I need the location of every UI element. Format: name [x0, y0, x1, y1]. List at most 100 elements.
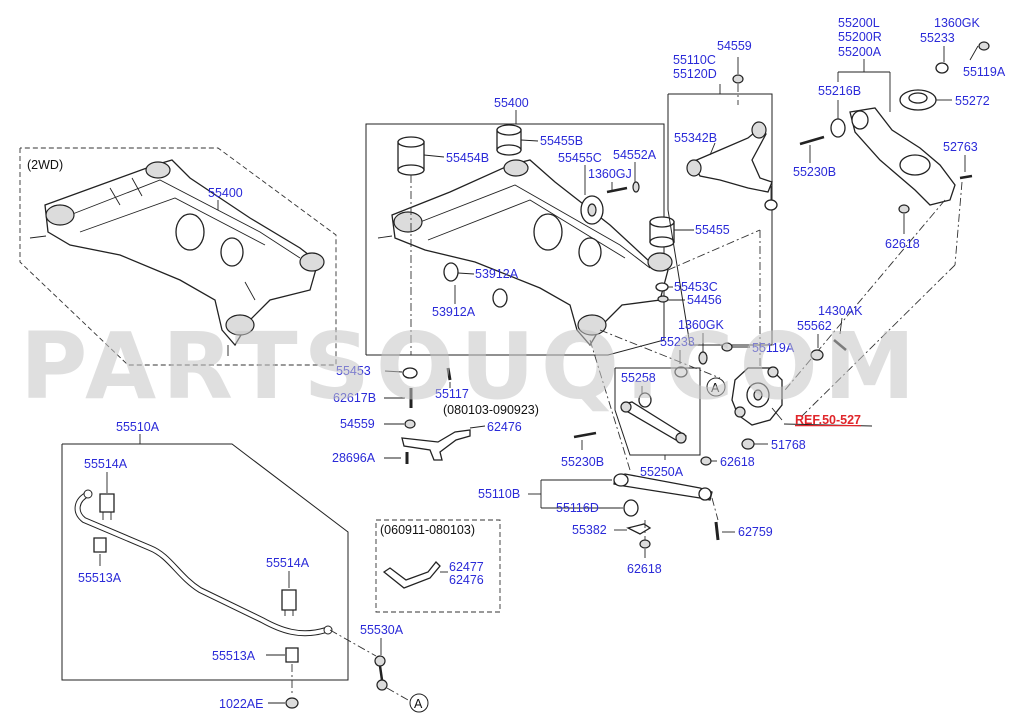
pin-1430AK[interactable] — [833, 339, 847, 351]
label-62476-b: 62476 — [449, 573, 484, 587]
nut-55562[interactable] — [810, 349, 824, 361]
watermark: PARTSOUQ.COM — [20, 313, 921, 420]
label-55272: 55272 — [955, 94, 990, 108]
bolt-52763[interactable] — [959, 174, 973, 180]
bushing-55455[interactable] — [649, 216, 675, 248]
label-55454B: 55454B — [446, 151, 489, 165]
nut-62618-c[interactable] — [639, 539, 651, 549]
washer-55233-b[interactable] — [674, 366, 688, 378]
reference-label[interactable]: REF.50-527 — [795, 413, 861, 427]
label-55400: 55400 — [494, 96, 529, 110]
subframe-drawing[interactable] — [377, 159, 673, 347]
nut-1022AE[interactable] — [285, 697, 299, 709]
label-54552A: 54552A — [613, 148, 657, 162]
label-62476-a: 62476 — [487, 420, 522, 434]
clamp-55514A-2[interactable] — [281, 589, 297, 616]
bracket-62476[interactable] — [401, 429, 471, 461]
bushing-53912A-lower[interactable] — [492, 288, 508, 308]
bushing-53912A-upper[interactable] — [443, 262, 459, 282]
label-55258: 55258 — [621, 371, 656, 385]
stabilizer-bar-drawing[interactable] — [74, 489, 333, 637]
label-55200L: 55200L — [838, 16, 880, 30]
nut-54559-a[interactable] — [404, 419, 416, 429]
label-55530A: 55530A — [360, 623, 404, 637]
label-62759: 62759 — [738, 525, 773, 539]
label-55216B: 55216B — [818, 84, 861, 98]
bracket-55382[interactable] — [626, 523, 652, 535]
label-1430AK: 1430AK — [818, 304, 863, 318]
clamp-55514A-1[interactable] — [99, 493, 115, 520]
label-55120D: 55120D — [673, 67, 717, 81]
label-55513A-1: 55513A — [78, 571, 122, 585]
washer-55453C[interactable] — [655, 282, 669, 292]
label-62477: 62477 — [449, 560, 484, 574]
label-55455B: 55455B — [540, 134, 583, 148]
label-55514A-2: 55514A — [266, 556, 310, 570]
label-55382: 55382 — [572, 523, 607, 537]
nut-54559-b[interactable] — [732, 74, 744, 84]
nut-51768[interactable] — [741, 438, 755, 450]
bushing-55258[interactable] — [638, 392, 652, 408]
circle-A-1[interactable]: A — [706, 377, 726, 397]
bracket-62477[interactable] — [382, 561, 441, 589]
label-55453C: 55453C — [674, 280, 718, 294]
label-54456: 54456 — [687, 293, 722, 307]
label-51768: 51768 — [771, 438, 806, 452]
label-52763: 52763 — [943, 140, 978, 154]
upper-arm-group: 55110C 55120D 54559 55342B — [667, 39, 778, 346]
knuckle-drawing[interactable] — [731, 366, 783, 426]
spring-seat-55272[interactable] — [899, 89, 937, 111]
bolt-55117[interactable] — [446, 367, 452, 381]
label-55119A-a: 55119A — [963, 65, 1006, 79]
lower-link-drawing[interactable] — [613, 473, 713, 501]
bushing-55513A-1[interactable] — [93, 537, 107, 553]
label-62617B: 62617B — [333, 391, 376, 405]
label-62618-a: 62618 — [885, 237, 920, 251]
bushing-55454B[interactable] — [397, 136, 425, 176]
label-55110C: 55110C — [673, 53, 716, 67]
nut-55119A-a[interactable] — [978, 41, 990, 51]
upper-arm-drawing[interactable] — [686, 121, 778, 211]
stabilizer-group: 55510A 55514A 55513A 55514A — [61, 420, 349, 695]
label-54559-a: 54559 — [340, 417, 375, 431]
bolt-55230B-a[interactable] — [799, 135, 825, 146]
trailing-arm-drawing[interactable] — [620, 401, 687, 444]
bushing-55116D[interactable] — [623, 499, 639, 517]
bolt-1360GJ[interactable] — [606, 186, 628, 194]
label-55233-a: 55233 — [920, 31, 955, 45]
washer-55453[interactable] — [402, 367, 418, 379]
washer-1360GK[interactable] — [698, 351, 708, 365]
subframe-group: 55400 55454B 55455B 55455C — [365, 96, 730, 356]
label-62618-b: 62618 — [720, 455, 755, 469]
label-55200R: 55200R — [838, 30, 882, 44]
label-1360GK-a: 1360GK — [934, 16, 981, 30]
lower-arm-drawing[interactable] — [849, 107, 956, 206]
bushing-55455B[interactable] — [496, 124, 522, 156]
circle-A-2-label: A — [414, 697, 423, 711]
bolt-62759[interactable] — [714, 521, 720, 541]
bushing-55513A-2[interactable] — [285, 647, 299, 663]
link-55530A[interactable] — [374, 655, 388, 691]
washer-54552A[interactable] — [632, 181, 640, 193]
nut-62618-a[interactable] — [898, 204, 910, 214]
label-1022AE: 1022AE — [219, 697, 263, 711]
nut-54456[interactable] — [657, 295, 669, 303]
label-2wd: (2WD) — [27, 158, 63, 172]
bushing-55455C[interactable] — [580, 195, 604, 225]
label-62618-c: 62618 — [627, 562, 662, 576]
bolt-55230B-b[interactable] — [573, 431, 597, 439]
label-55117: 55117 — [435, 387, 469, 401]
label-date-2: (060911-080103) — [380, 523, 475, 537]
nut-62618-b[interactable] — [700, 456, 712, 466]
subframe-2wd-drawing[interactable] — [29, 159, 325, 356]
label-55200A: 55200A — [838, 45, 882, 59]
label-55230B-b: 55230B — [561, 455, 604, 469]
lower-arm-group: 55200L 55200R 55200A 1360GK 55233 55119A… — [793, 16, 1006, 251]
washer-55233-a[interactable] — [935, 62, 949, 74]
label-55116D: 55116D — [556, 501, 599, 515]
trailing-arm-group: 55258 55250A — [614, 367, 701, 479]
bushing-55216B[interactable] — [830, 118, 846, 138]
circle-A-2[interactable]: A — [409, 693, 429, 713]
label-55250A: 55250A — [640, 465, 684, 479]
